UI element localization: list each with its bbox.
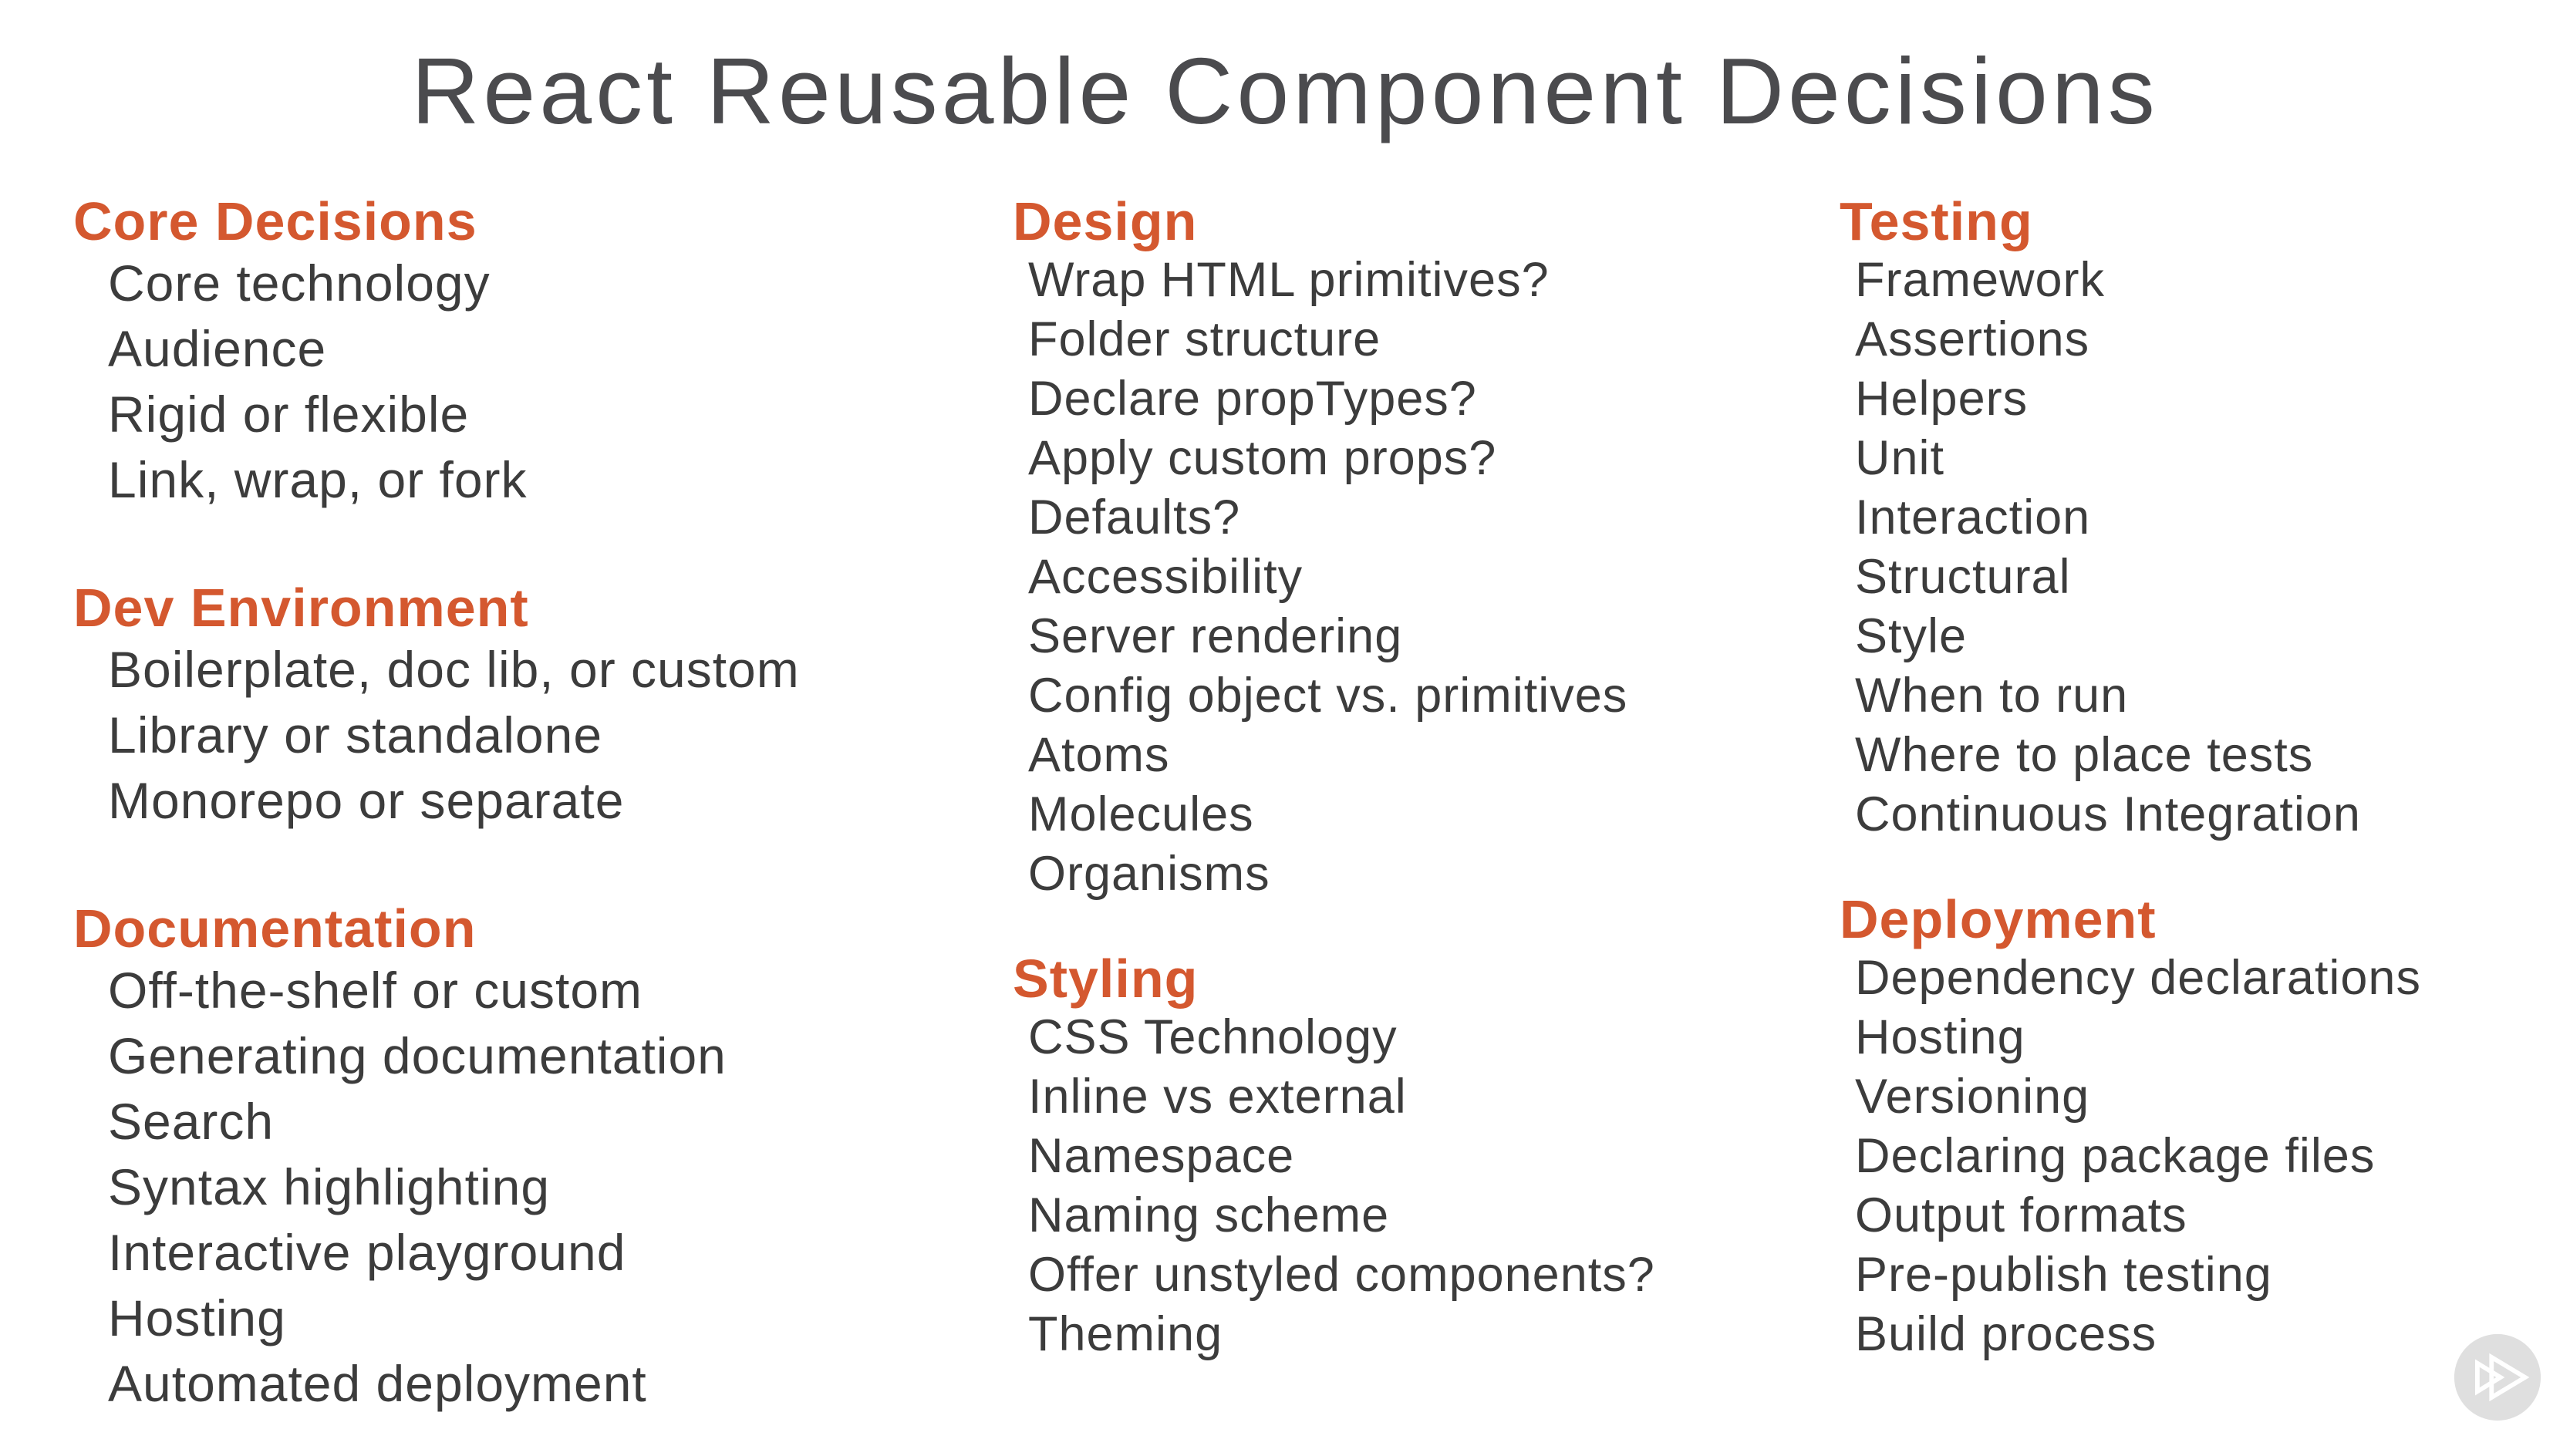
list-item: Structural — [1855, 550, 2071, 604]
list-item: Style — [1855, 609, 1968, 663]
list-item: Declaring package files — [1855, 1129, 2376, 1183]
list-item: Offer unstyled components? — [1028, 1248, 1655, 1302]
section-heading: Core Decisions — [73, 191, 477, 251]
section-heading: Styling — [1013, 949, 1199, 1009]
list-item: Assertions — [1855, 312, 2090, 366]
list-item: Wrap HTML primitives? — [1028, 253, 1550, 307]
list-item: Helpers — [1855, 372, 2029, 426]
pluralsight-play-icon — [2454, 1333, 2541, 1421]
list-item: Continuous Integration — [1855, 787, 2361, 841]
list-item: Output formats — [1855, 1188, 2187, 1242]
list-item: Where to place tests — [1855, 728, 2314, 782]
list-item: Boilerplate, doc lib, or custom — [108, 641, 800, 698]
section-heading: Documentation — [73, 898, 477, 959]
list-item: Namespace — [1028, 1129, 1295, 1183]
slide-title: React Reusable Component Decisions — [411, 39, 2159, 143]
list-item: Folder structure — [1028, 312, 1381, 366]
list-item: Search — [108, 1093, 275, 1150]
list-item: Interactive playground — [108, 1224, 626, 1281]
list-item: Theming — [1028, 1307, 1223, 1361]
list-item: Defaults? — [1028, 490, 1241, 544]
list-item: Server rendering — [1028, 609, 1403, 663]
section-heading: Deployment — [1840, 889, 2157, 949]
section-heading: Design — [1013, 191, 1198, 251]
list-item: Syntax highlighting — [108, 1158, 551, 1215]
list-item: When to run — [1855, 669, 2129, 723]
list-item: Build process — [1855, 1307, 2157, 1361]
list-item: Pre-publish testing — [1855, 1248, 2272, 1302]
list-item: Hosting — [108, 1289, 286, 1346]
list-item: Link, wrap, or fork — [108, 451, 528, 508]
list-item: Rigid or flexible — [108, 386, 470, 443]
list-item: Naming scheme — [1028, 1188, 1390, 1242]
list-item: Framework — [1855, 253, 2106, 307]
section-heading: Testing — [1840, 191, 2033, 251]
list-item: Accessibility — [1028, 550, 1304, 604]
list-item: Library or standalone — [108, 706, 603, 763]
list-item: Declare propTypes? — [1028, 372, 1477, 426]
list-item: Interaction — [1855, 490, 2091, 544]
list-item: Unit — [1855, 431, 1945, 485]
list-item: Inline vs external — [1028, 1070, 1407, 1124]
list-item: Versioning — [1855, 1070, 2090, 1124]
list-item: Core technology — [108, 254, 491, 312]
list-item: Audience — [108, 320, 327, 377]
list-item: Automated deployment — [108, 1355, 647, 1412]
list-item: Organisms — [1028, 847, 1270, 901]
list-item: Apply custom props? — [1028, 431, 1497, 485]
list-item: Dependency declarations — [1855, 951, 2421, 1005]
list-item: Hosting — [1855, 1010, 2025, 1064]
list-item: Atoms — [1028, 728, 1170, 782]
list-item: Molecules — [1028, 787, 1254, 841]
list-item: Config object vs. primitives — [1028, 669, 1628, 723]
list-item: Generating documentation — [108, 1027, 727, 1084]
list-item: CSS Technology — [1028, 1010, 1398, 1064]
section-heading: Dev Environment — [73, 578, 529, 638]
list-item: Monorepo or separate — [108, 772, 625, 829]
list-item: Off-the-shelf or custom — [108, 962, 643, 1019]
